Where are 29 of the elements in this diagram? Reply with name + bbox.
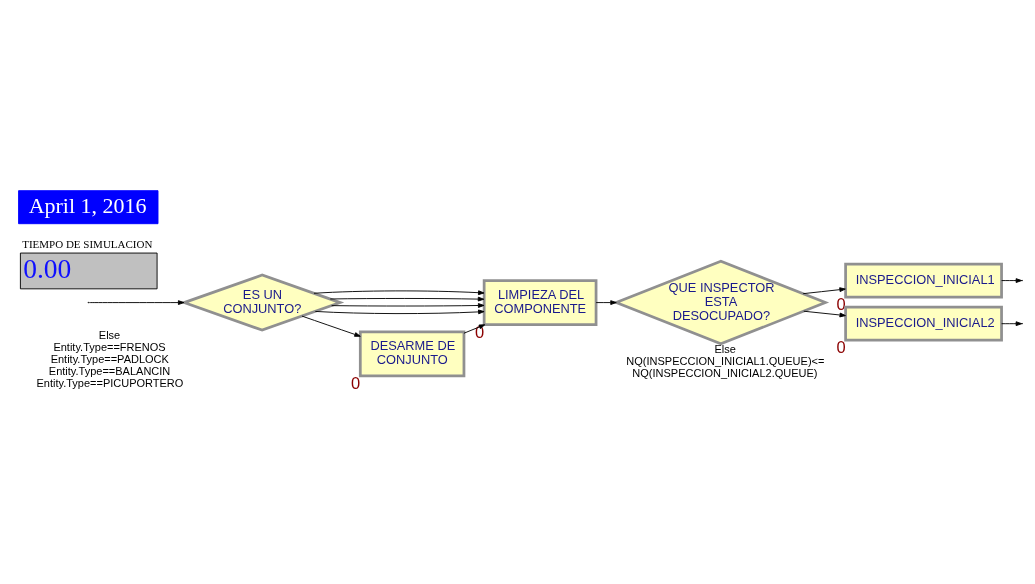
node-label: 0 (836, 337, 846, 356)
node-box: INSPECCION_INICIAL2 (844, 305, 1003, 342)
arrow (314, 309, 485, 314)
node-box: DESARME DE CONJUNTO (358, 330, 466, 377)
arrow (1001, 320, 1023, 326)
arrow (463, 323, 486, 334)
node-label: Entity.Type==BALANCIN (48, 364, 171, 377)
node-label: 0 (351, 373, 361, 392)
node-label: Entity.Type==FRENOS (53, 340, 166, 353)
node-label: 0 (474, 322, 485, 341)
node-label: Entity.Type==PICUPORTERO (36, 376, 184, 389)
node-box: LIMPIEZA DEL COMPONENTE (482, 278, 598, 326)
arrow (595, 299, 617, 305)
arrow (313, 289, 485, 295)
node-box: April 1, 2016 (18, 189, 159, 224)
arrow (331, 302, 485, 308)
arrow (329, 296, 485, 301)
arrow (803, 310, 846, 317)
arrow (802, 286, 846, 294)
node-label: Entity.Type==PADLOCK (50, 352, 169, 365)
node-diamond: ES UN CONJUNTO? (180, 273, 345, 332)
node-box: INSPECCION_INICIAL1 (844, 262, 1003, 298)
node-label: Else (714, 342, 736, 355)
node-label: NQ(INSPECCION_INICIAL1.QUEUE)<=NQ(INSPECCION_INICIAL2.QUEUE) (626, 354, 825, 379)
arrow (88, 299, 185, 305)
arrow (301, 315, 361, 337)
node-label: Else (98, 328, 121, 341)
node-label: TIEMPO DE SIMULACION (22, 237, 153, 250)
node-label: 0 (836, 294, 846, 313)
